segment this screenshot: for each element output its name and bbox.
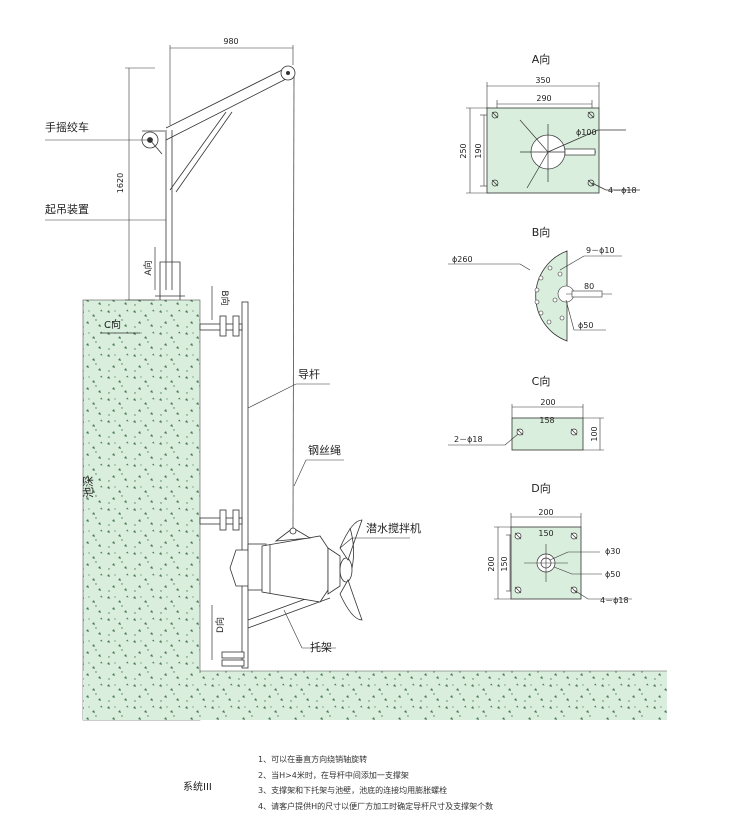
view-d-title: D向 [531,481,550,495]
notes-list: 1、可以在垂直方向绕销轴旋转 2、当H>4米时，在导杆中间添加一支撑架 3、支撑… [258,752,493,814]
dim-crane-height: 1620 [116,173,125,193]
view-d-tag: D向 [214,617,226,633]
view-d-outer-height: 200 [487,556,496,571]
note-item: 1、可以在垂直方向绕销轴旋转 [258,755,368,764]
label-bracket: 托架 [310,640,332,654]
wall-supports [199,315,245,667]
view-d-hole-small: ϕ30 [605,547,620,556]
submersible-mixer-icon [261,519,363,621]
view-a-inner-width: 290 [536,94,551,103]
view-a-inner-height: 190 [474,143,483,158]
view-c-height: 100 [590,426,599,441]
right-leader-lines [247,383,410,649]
view-d-outer-width: 200 [538,508,553,517]
view-d-inner-width: 150 [538,529,553,538]
view-d-bolt-holes: 4－ϕ18 [600,596,629,605]
view-b-title: B向 [532,225,551,239]
view-a-outer-width: 350 [535,76,550,85]
view-a-center-hole: ϕ100 [576,128,597,137]
left-leader-lines [45,139,166,221]
view-c: C向 200 158 100 2－ϕ18 [448,374,604,451]
view-d: D向 [487,481,632,605]
view-a-outer-height: 250 [459,143,468,158]
crane-dimension-lines [125,45,294,301]
mixer-bracket [229,543,331,629]
pool-floor [83,670,667,720]
view-b-offset: 80 [584,282,594,291]
dim-crane-reach: 980 [223,37,238,46]
view-c-inner-width: 158 [539,416,554,425]
view-b-tag: B向 [219,290,231,305]
label-pool-depth: 池深 [82,476,95,498]
view-a-bolt-holes: 4－ϕ18 [608,186,637,195]
label-wire-rope: 钢丝绳 [308,443,341,457]
view-a-tag: A向 [142,260,154,275]
view-a: A向 [459,52,640,195]
view-c-bolt-holes: 2－ϕ18 [454,435,483,444]
view-c-title: C向 [532,374,551,388]
view-b-outer-dia: ϕ260 [452,255,473,264]
view-c-outer-width: 200 [540,398,555,407]
view-c-tag: C向 [104,318,121,331]
system-title: 系统III [183,782,212,793]
pulley [280,65,296,81]
view-a-title: A向 [532,52,551,66]
label-winch: 手摇绞车 [45,120,89,134]
pool-wall [82,299,201,721]
guide-rod [241,301,249,669]
view-b: B向 ϕ260 9－ϕ10 80 ϕ50 [448,225,622,342]
hand-winch-icon [141,130,165,155]
view-b-holes: 9－ϕ10 [586,246,615,255]
note-item: 3、支撑架和下托架与池壁，池底的连接均用膨胀螺栓 [258,786,448,795]
wire-rope [292,75,295,531]
label-guide-rod: 导杆 [298,367,320,381]
view-d-inner-height: 150 [500,556,509,571]
view-d-hole-large: ϕ50 [605,570,620,579]
view-b-center-hole: ϕ50 [578,321,593,330]
note-item: 2、当H>4米时，在导杆中间添加一支撑架 [258,770,409,780]
label-submersible-mixer: 潜水搅拌机 [366,521,421,535]
lifting-device [155,67,289,300]
note-item: 4、请客户提供H的尺寸以便厂方加工时确定导杆尺寸及支撑架个数 [258,801,494,811]
label-lifting-device: 起吊装置 [45,203,89,216]
